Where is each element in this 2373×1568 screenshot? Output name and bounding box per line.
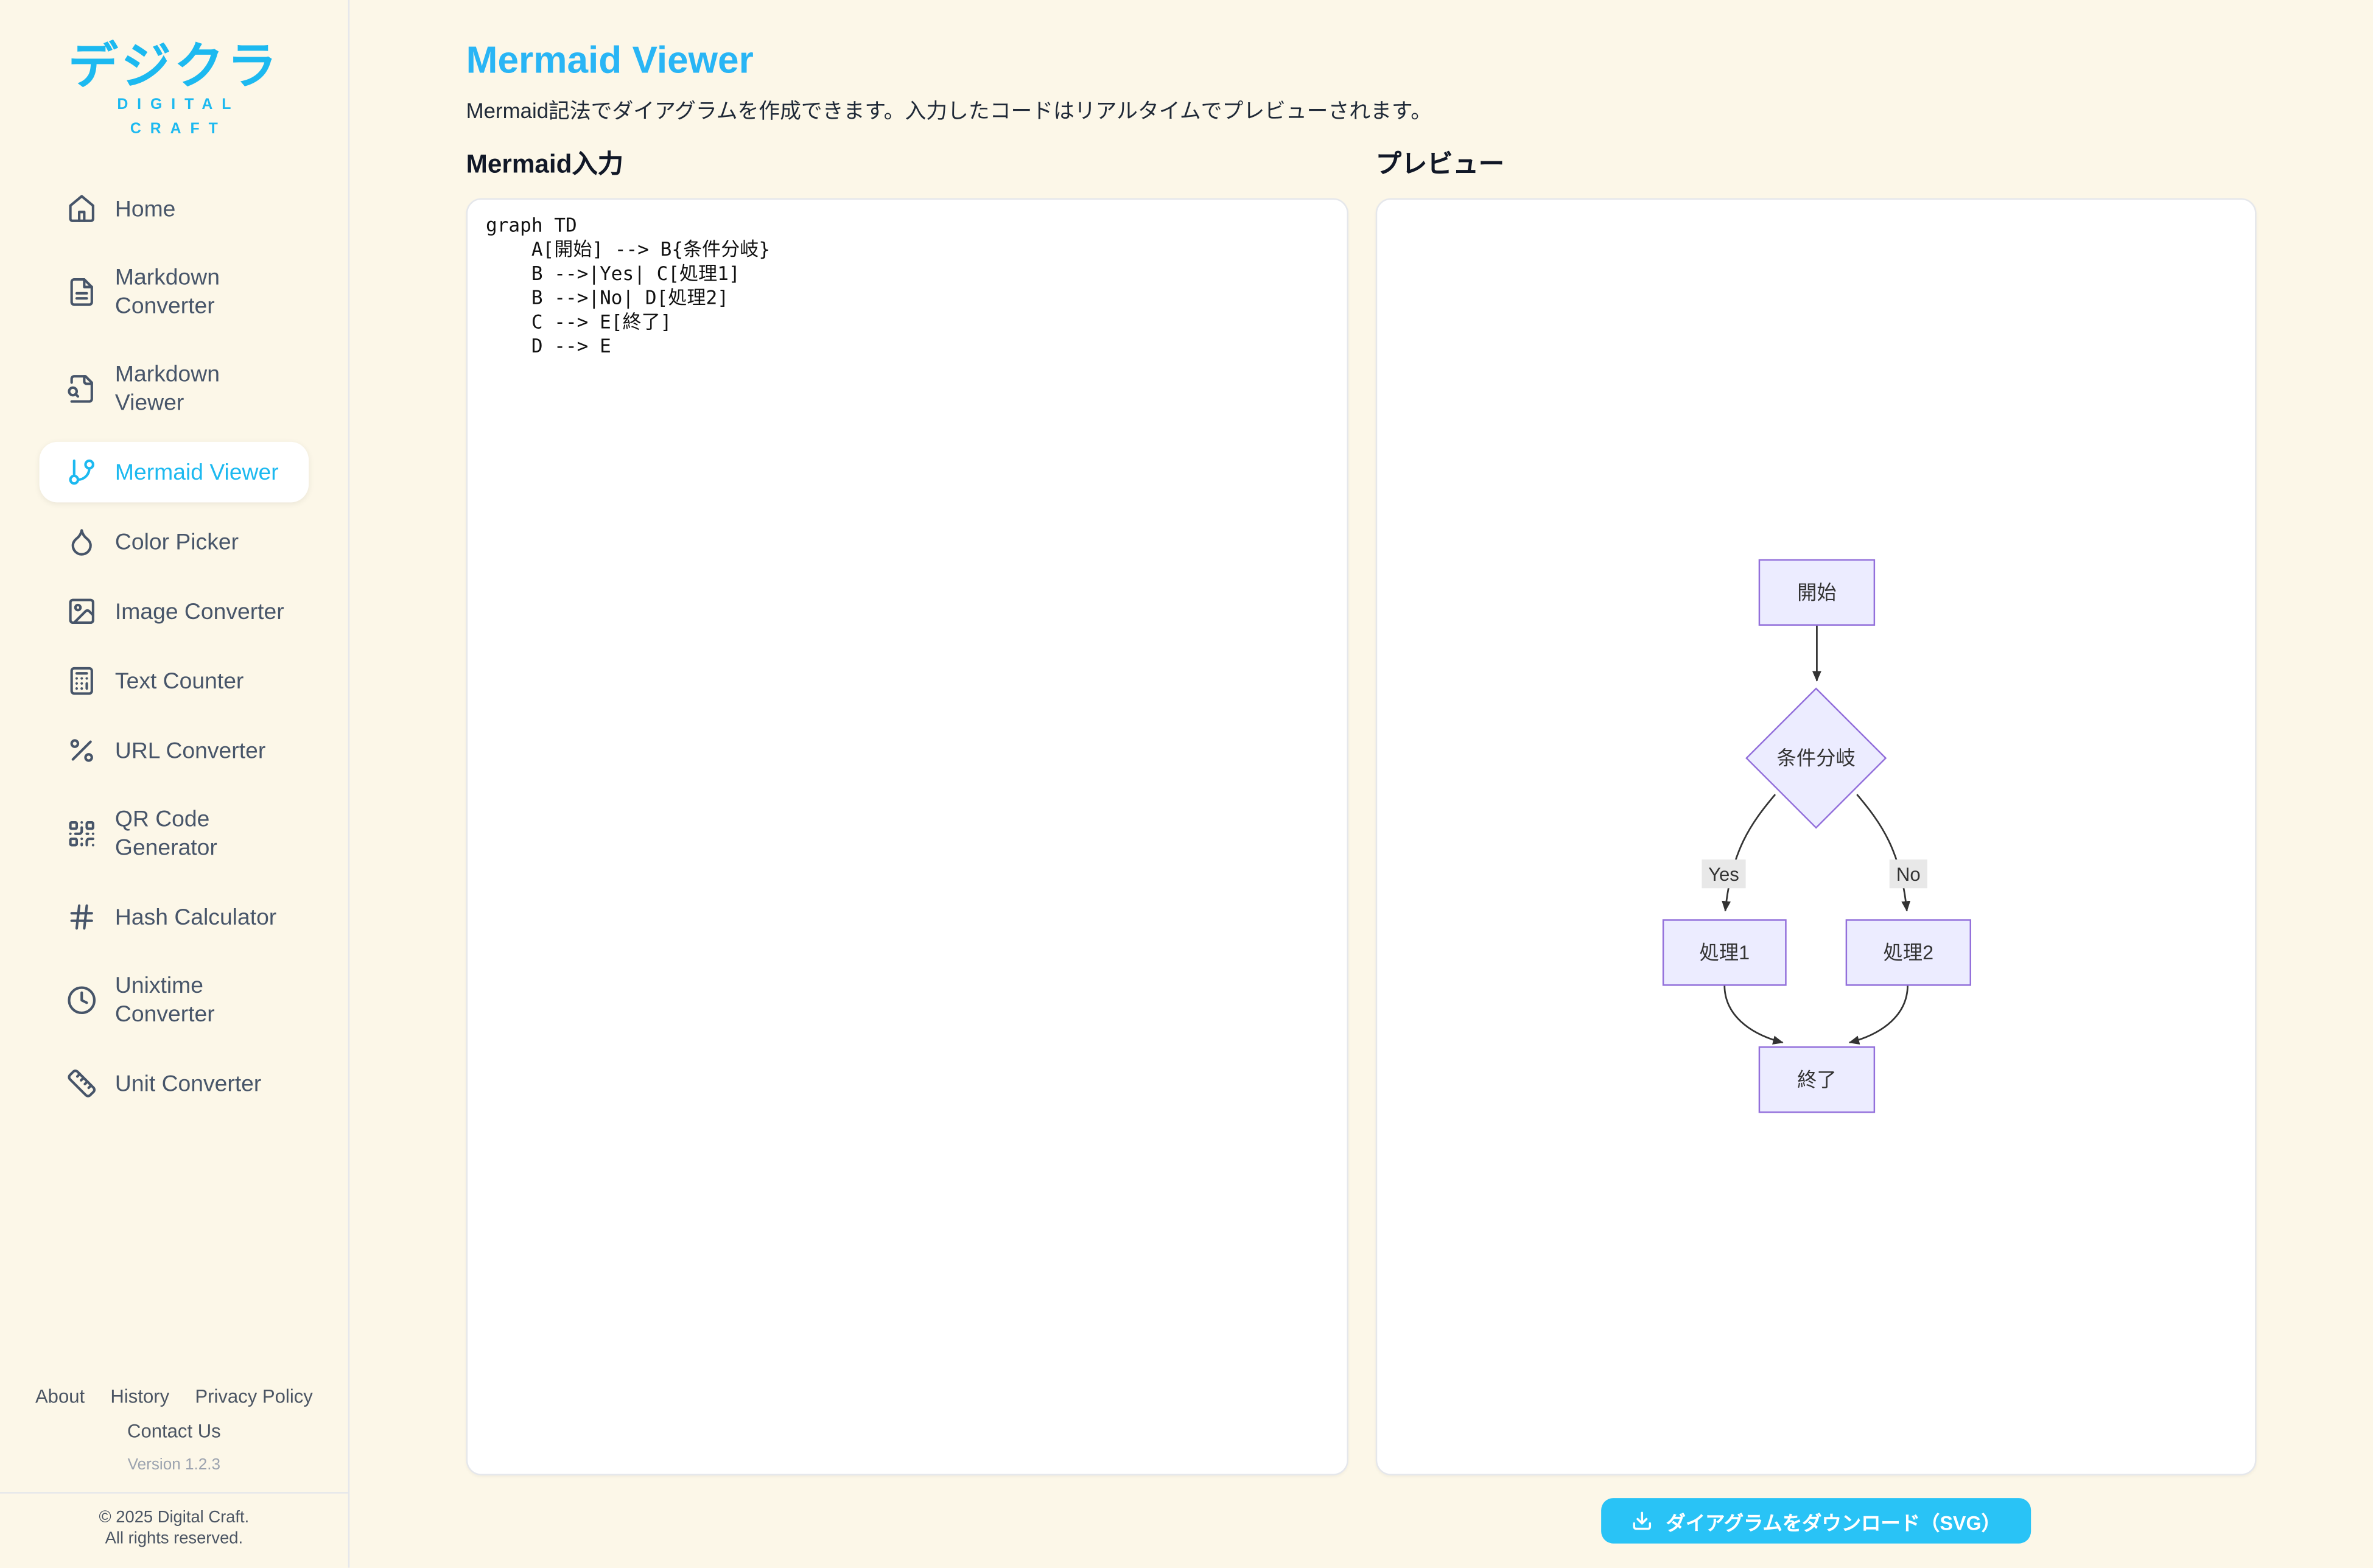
node-start — [1758, 559, 1876, 626]
diagram-edges — [1722, 625, 1911, 1045]
sidebar-item-label: Text Counter — [114, 668, 244, 694]
image-icon — [66, 596, 97, 626]
download-icon — [1631, 1510, 1652, 1531]
code-editor-card: graph TD A[開始] --> B{条件分岐} B -->|Yes| C[… — [466, 198, 1348, 1475]
edge-label-bg-yes — [1702, 859, 1746, 889]
node-process1-label: 処理1 — [1699, 942, 1750, 964]
sidebar-item-label: URL Converter — [114, 737, 266, 764]
hash-icon — [66, 902, 97, 933]
flowchart-diagram: Yes No 開始 条件分岐 処理1 — [1662, 559, 1971, 1113]
page-subtitle: Mermaid記法でダイアグラムを作成できます。入力したコードはリアルタイムでプ… — [466, 98, 1432, 123]
footer-links: About History Privacy Policy — [0, 1386, 348, 1407]
sidebar-item-label: Unit Converter — [114, 1070, 262, 1097]
edge-label-yes: Yes — [1708, 864, 1739, 885]
edge-b-d — [1856, 794, 1911, 912]
footer-divider — [0, 1492, 348, 1494]
mermaid-input-section: Mermaid入力 graph TD A[開始] --> B{条件分岐} B -… — [466, 149, 1348, 1544]
mermaid-code-input[interactable]: graph TD A[開始] --> B{条件分岐} B -->|Yes| C[… — [468, 200, 1347, 1474]
node-process2 — [1845, 919, 1971, 986]
sidebar-item-label: Color Picker — [114, 528, 239, 555]
file-text-icon — [66, 277, 97, 307]
sidebar-item-hash-calculator[interactable]: Hash Calculator — [40, 887, 309, 947]
footer-link-privacy-policy[interactable]: Privacy Policy — [195, 1386, 313, 1407]
footer-link-history[interactable]: History — [110, 1386, 170, 1407]
edge-labels: Yes No — [1702, 859, 1927, 889]
sidebar-item-markdown-viewer[interactable]: Markdown Viewer — [40, 345, 309, 433]
download-button-label: ダイアグラムをダウンロード（SVG） — [1666, 1511, 2001, 1534]
input-heading: Mermaid入力 — [466, 150, 624, 179]
sidebar-item-label: Mermaid Viewer — [114, 459, 279, 485]
sidebar-item-qr-code-generator[interactable]: QR Code Generator — [40, 790, 309, 878]
edge-label-no: No — [1896, 864, 1921, 885]
percent-icon — [66, 735, 97, 766]
sidebar-item-label: Home — [114, 195, 176, 222]
sidebar-footer: About History Privacy Policy Contact Us … — [0, 1386, 348, 1567]
logo-subtitle-line1: DIGITAL — [117, 97, 240, 114]
node-process2-label: 処理2 — [1884, 942, 1934, 964]
sidebar: デジクラ DIGITAL CRAFT Home Markdown Convert… — [0, 0, 350, 1568]
node-end — [1758, 1046, 1876, 1113]
sidebar-item-mermaid-viewer[interactable]: Mermaid Viewer — [39, 441, 309, 503]
diagram-preview-card: Yes No 開始 条件分岐 処理1 — [1375, 198, 2257, 1475]
sidebar-item-label: Markdown Converter — [114, 265, 220, 320]
download-button-row: ダイアグラムをダウンロード（SVG） — [1376, 1498, 2257, 1544]
calculator-icon — [66, 666, 97, 696]
droplet-icon — [66, 527, 97, 557]
main-content: Mermaid Viewer Mermaid記法でダイアグラムを作成できます。入… — [349, 0, 2373, 1567]
node-condition — [1745, 687, 1887, 829]
clock-icon — [66, 985, 97, 1015]
node-end-label: 終了 — [1797, 1069, 1837, 1091]
sidebar-item-markdown-converter[interactable]: Markdown Converter — [40, 248, 309, 336]
qr-code-icon — [66, 819, 97, 849]
version-label: Version 1.2.3 — [127, 1455, 221, 1474]
node-start-label: 開始 — [1797, 581, 1837, 603]
copyright: © 2025 Digital Craft. All rights reserve… — [0, 1494, 348, 1568]
home-icon — [66, 194, 97, 224]
diagram-nodes: 開始 条件分岐 処理1 処理2 終了 — [1662, 559, 1971, 1113]
sidebar-item-label: Hash Calculator — [114, 904, 277, 930]
page-title: Mermaid Viewer — [466, 39, 754, 82]
copyright-line1: © 2025 Digital Craft. — [99, 1508, 250, 1527]
edge-label-bg-no — [1889, 859, 1927, 889]
edge-b-c — [1722, 794, 1776, 912]
file-search-icon — [66, 374, 97, 404]
sidebar-item-url-converter[interactable]: URL Converter — [40, 720, 309, 780]
node-condition-label: 条件分岐 — [1777, 747, 1856, 769]
sidebar-item-image-converter[interactable]: Image Converter — [40, 581, 309, 642]
logo: デジクラ DIGITAL CRAFT — [0, 38, 348, 142]
sidebar-item-text-counter[interactable]: Text Counter — [40, 651, 309, 711]
sidebar-item-unixtime-converter[interactable]: Unixtime Converter — [40, 956, 309, 1044]
sidebar-item-label: QR Code Generator — [114, 807, 217, 861]
logo-title: デジクラ — [68, 38, 280, 94]
download-svg-button[interactable]: ダイアグラムをダウンロード（SVG） — [1600, 1498, 2031, 1544]
edge-c-e — [1723, 985, 1784, 1045]
sidebar-nav: Home Markdown Converter Markdown Viewer … — [0, 178, 348, 1113]
panels: Mermaid入力 graph TD A[開始] --> B{条件分岐} B -… — [466, 149, 2257, 1544]
edge-d-e — [1848, 985, 1909, 1045]
logo-subtitle-line2: CRAFT — [130, 121, 227, 138]
preview-section: プレビュー — [1375, 149, 2257, 1544]
ruler-icon — [66, 1068, 97, 1099]
sidebar-item-home[interactable]: Home — [40, 178, 309, 239]
sidebar-item-label: Markdown Viewer — [114, 362, 220, 416]
preview-heading: プレビュー — [1375, 150, 1505, 179]
footer-link-about[interactable]: About — [35, 1386, 85, 1407]
git-branch-icon — [66, 457, 97, 488]
sidebar-item-color-picker[interactable]: Color Picker — [40, 511, 309, 572]
node-process1 — [1662, 919, 1787, 986]
sidebar-item-label: Unixtime Converter — [114, 973, 215, 1027]
copyright-line2: All rights reserved. — [105, 1530, 244, 1549]
footer-link-contact-us[interactable]: Contact Us — [127, 1421, 221, 1443]
sidebar-item-unit-converter[interactable]: Unit Converter — [40, 1053, 309, 1113]
sidebar-item-label: Image Converter — [114, 598, 284, 625]
